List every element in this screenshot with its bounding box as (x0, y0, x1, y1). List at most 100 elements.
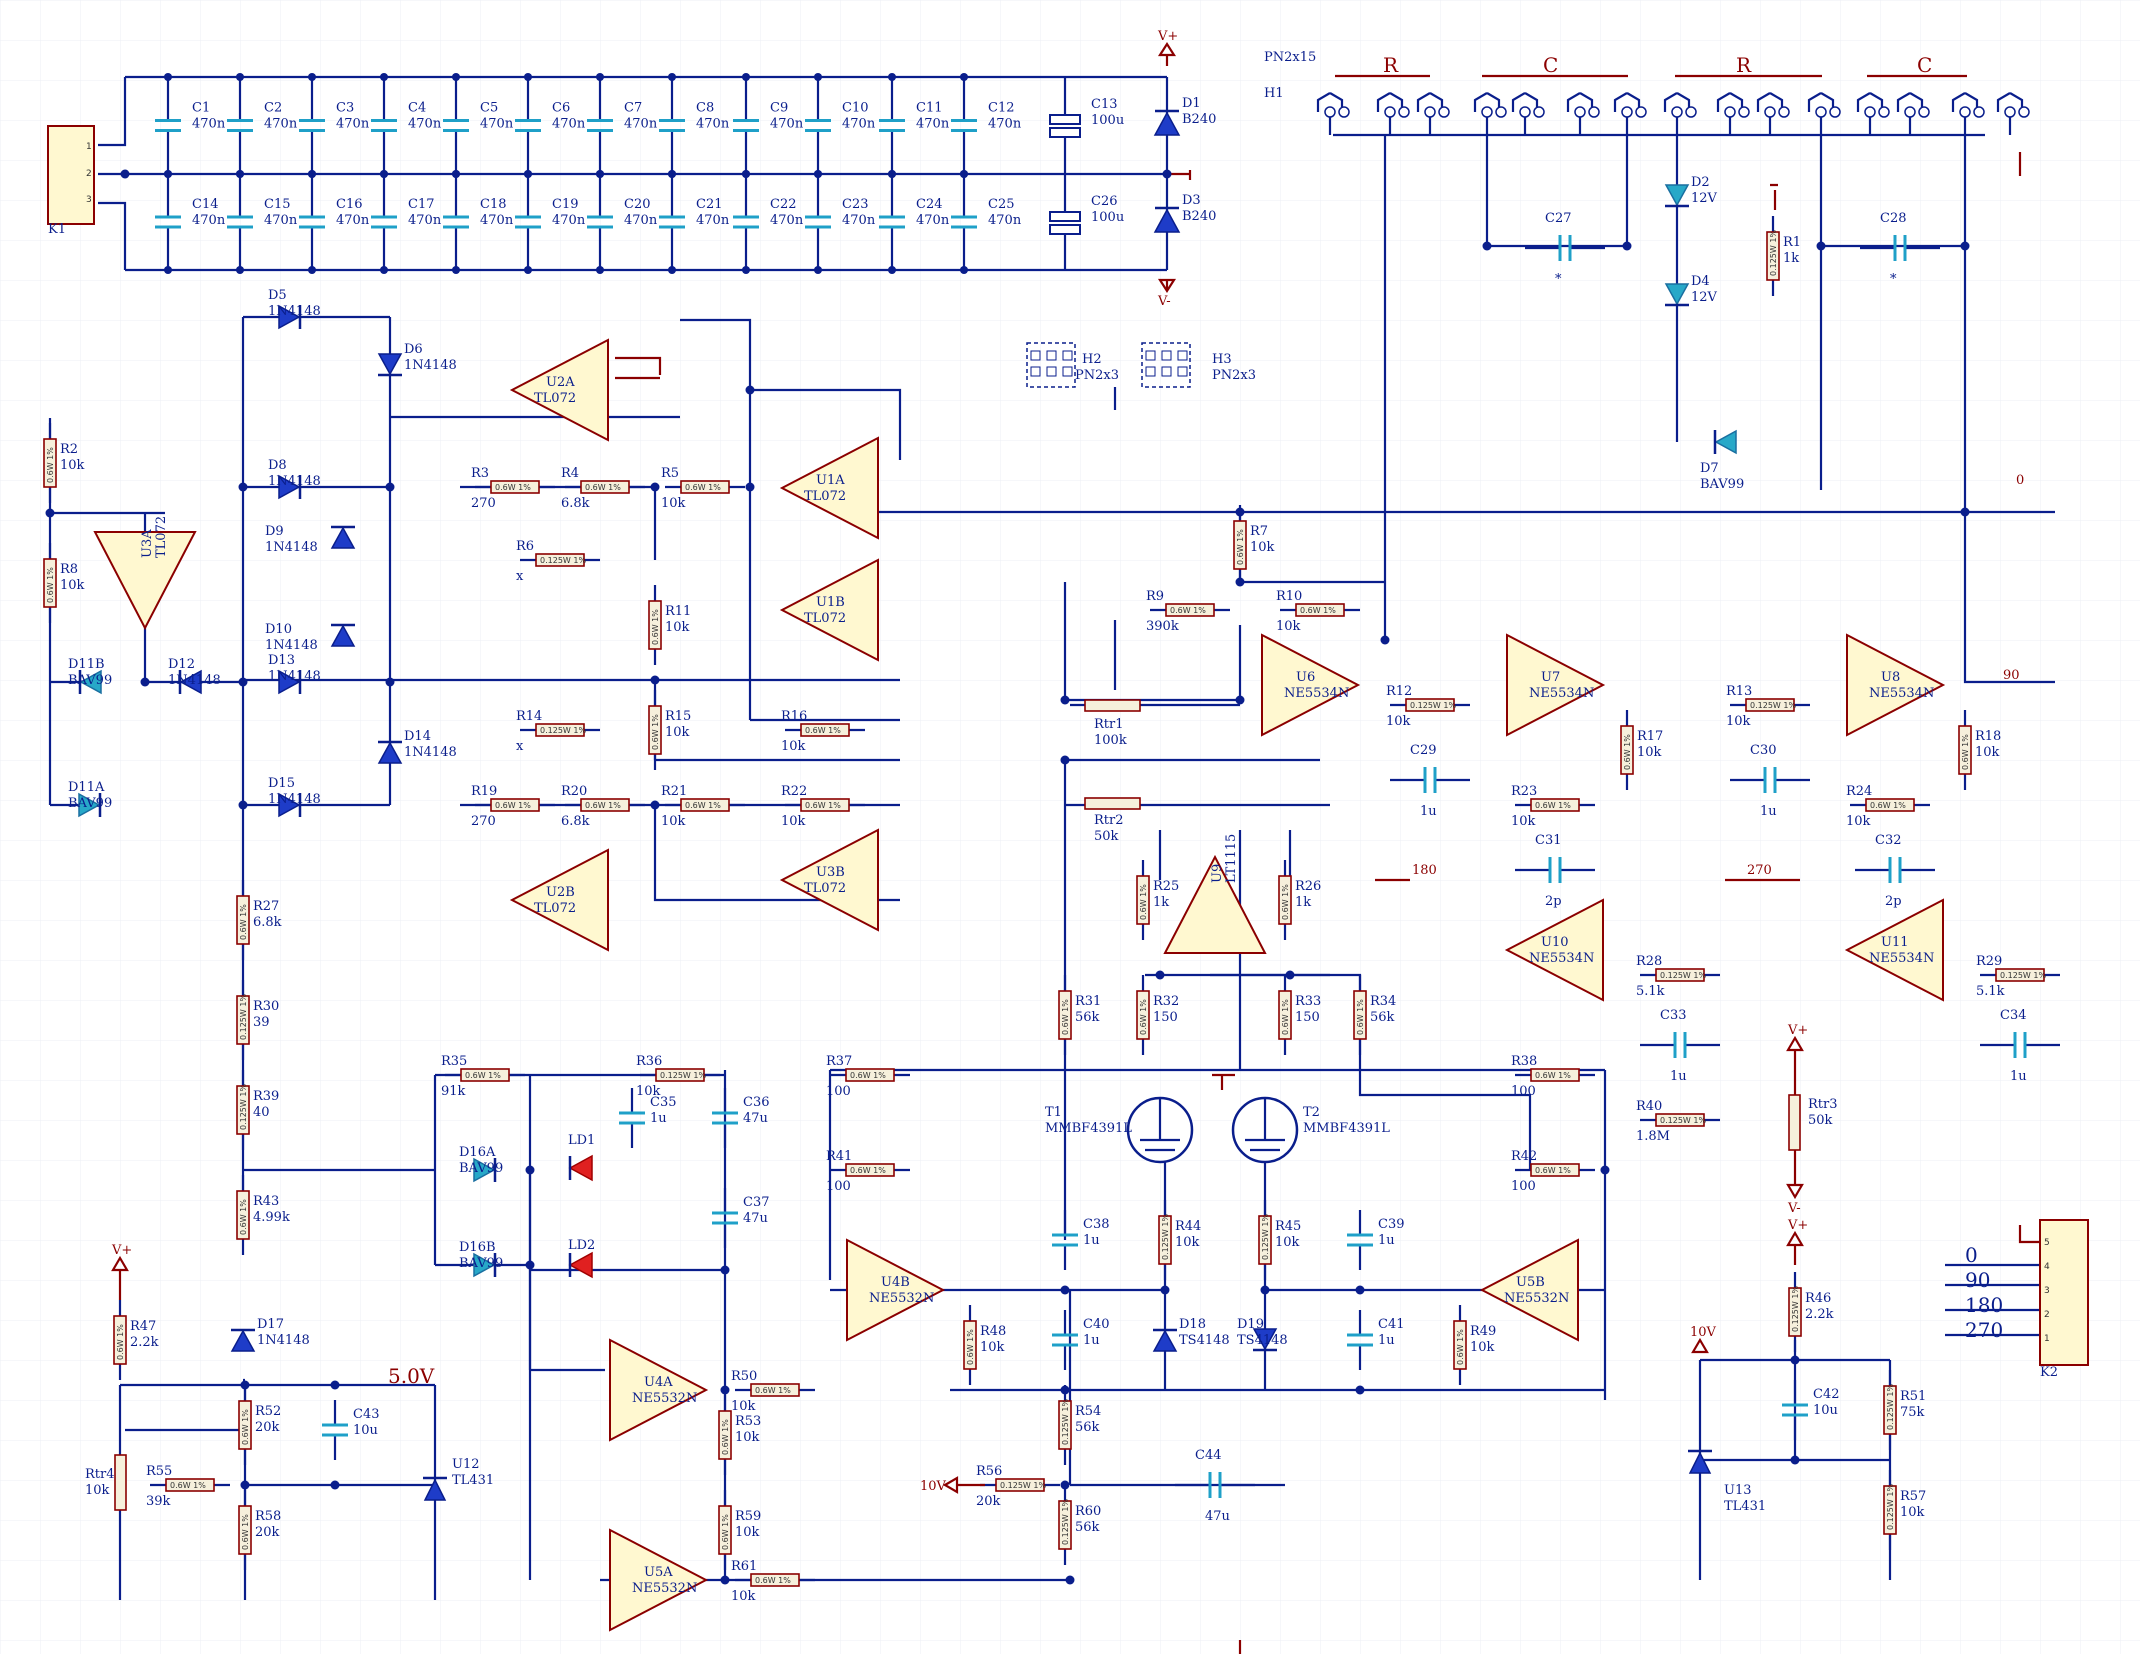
capacitor-c27[interactable]: C27* (1525, 211, 1605, 287)
jfet-t1[interactable]: T1 MMBF4391L (1045, 1096, 1194, 1164)
rail-diode-d1[interactable]: D1 B240 (1153, 96, 1216, 136)
resistor-r6[interactable]: 0.125W 1%R6x (516, 539, 600, 584)
rail-diode-d3[interactable]: D3 B240 (1153, 193, 1216, 233)
led-ld2[interactable]: LD2 (568, 1238, 595, 1279)
connector-k2[interactable]: 5 4 3 2 1 K2 0 90 180 270 (1965, 1219, 2089, 1380)
shunt-ref-u13[interactable]: U13 TL431 (1688, 1449, 1766, 1514)
led-ld1[interactable]: LD1 (568, 1133, 595, 1182)
connector-k1[interactable]: 1 2 3 K1 (47, 125, 95, 237)
header-h3[interactable]: H3 PN2x3 (1113, 342, 1256, 410)
header-h2[interactable]: H2 PN2x3 (1026, 342, 1119, 388)
jfet-t2[interactable]: T2 MMBF4391L (1231, 1096, 1390, 1164)
trimmer-rtr3[interactable]: Rtr3 50k (1788, 1050, 1838, 1185)
shunt-ref-u12[interactable]: U12 TL431 (423, 1457, 494, 1501)
trimmer-rtr2[interactable]: Rtr2 50k (1084, 797, 1141, 844)
bulk-cap-c26[interactable]: C26 100u (1049, 174, 1124, 270)
